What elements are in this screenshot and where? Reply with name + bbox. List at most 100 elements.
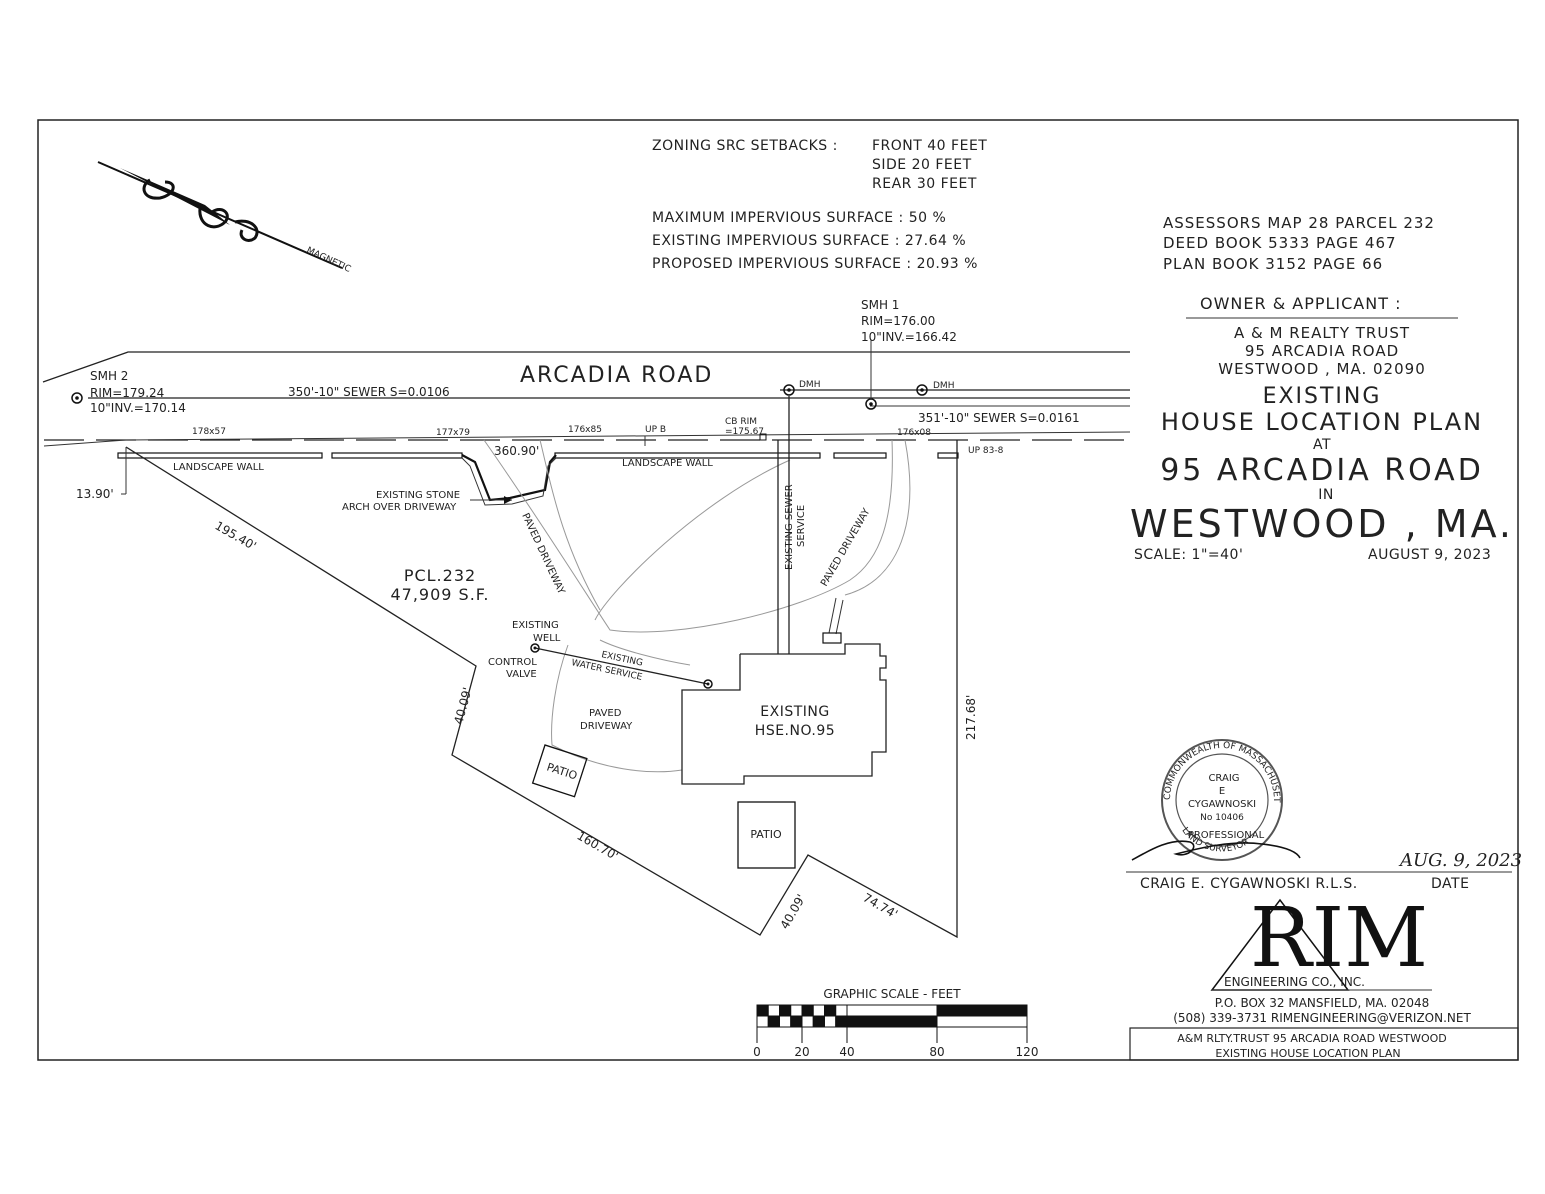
dmh-b-icon — [916, 384, 928, 396]
road-name: ARCADIA ROAD — [520, 363, 713, 388]
zoning-front: FRONT 40 FEET — [872, 138, 987, 154]
scale-cell — [767, 1015, 780, 1028]
title-block-line1: A&M RLTY.TRUST 95 ARCADIA ROAD WESTWOOD — [1177, 1032, 1447, 1045]
title-address: 95 ARCADIA ROAD — [1160, 453, 1484, 488]
title-block-line2: EXISTING HOUSE LOCATION PLAN — [1215, 1047, 1400, 1060]
scale-cell — [767, 1004, 780, 1017]
control-valve-label-a: CONTROL — [488, 657, 537, 668]
title-date: AUGUST 9, 2023 — [1368, 547, 1491, 563]
north-arrow-label: MAGNETIC — [305, 246, 352, 275]
zoning-setbacks-label: ZONING SRC SETBACKS : — [652, 138, 838, 154]
scale-cell — [790, 1015, 803, 1028]
catch-basin-icon — [759, 433, 767, 441]
dim-160-70: 160.70' — [575, 828, 621, 863]
scale-tick-label: 120 — [1016, 1045, 1039, 1059]
smh1-inv: 10"INV.=166.42 — [861, 330, 957, 344]
seal-number: No 10406 — [1200, 813, 1244, 823]
zoning-max-impervious: MAXIMUM IMPERVIOUS SURFACE : 50 % — [652, 210, 946, 226]
cb-rim: CB RIM — [725, 417, 757, 427]
dim-13-90: 13.90' — [76, 487, 114, 501]
parcel-area: 47,909 S.F. — [390, 585, 489, 604]
smh2-label: SMH 2 — [90, 369, 128, 383]
sewer-service-label-b: SERVICE — [796, 505, 807, 547]
smh2-icon — [71, 392, 83, 404]
pole-176x08: 176x08 — [897, 428, 931, 438]
control-valve-icon — [703, 679, 713, 689]
owner-city: WESTWOOD , MA. 02090 — [1218, 360, 1426, 378]
owner-street: 95 ARCADIA ROAD — [1245, 342, 1399, 360]
scale-cell — [812, 1015, 825, 1028]
pole-177x79: 177x79 — [436, 428, 470, 438]
title-line2: HOUSE LOCATION PLAN — [1161, 408, 1483, 436]
zoning-side: SIDE 20 FEET — [872, 157, 972, 173]
seal-name-1: CRAIG — [1208, 773, 1239, 784]
smh2-rim: RIM=179.24 — [90, 386, 164, 400]
seal-name-3: CYGAWNOSKI — [1188, 799, 1256, 810]
seal-professional: PROFESSIONAL — [1188, 830, 1265, 841]
surveyor-name: CRAIG E. CYGAWNOSKI R.L.S. — [1140, 876, 1358, 892]
smh1-rim: RIM=176.00 — [861, 314, 935, 328]
scale-cell — [779, 1015, 792, 1028]
company-name: ENGINEERING CO., INC. — [1224, 975, 1365, 989]
surveyor-signature — [1131, 840, 1301, 861]
sheet-border — [37, 119, 1519, 1061]
driveways: PAVED DRIVEWAY PAVED DRIVEWAY PAVED DRIV… — [483, 439, 911, 773]
arch-label-1: EXISTING STONE — [376, 490, 460, 501]
patio-label-2: PATIO — [750, 828, 782, 841]
utility-poles: 178x57 177x79 176x85 UP B CB RIM =175.67… — [192, 417, 1004, 456]
sewer-service-label-a: EXISTING SEWER — [784, 484, 795, 570]
scale-cell — [936, 1015, 1028, 1028]
landscape-wall: LANDSCAPE WALL LANDSCAPE WALL EXISTING S… — [117, 452, 959, 513]
scale-bar — [756, 1004, 1028, 1028]
paved-driveway-label-1: PAVED DRIVEWAY — [519, 512, 566, 597]
paved-driveway-label-3a: PAVED — [589, 708, 622, 719]
north-arrow-icon: MAGNETIC — [97, 161, 352, 275]
zoning-block: ZONING SRC SETBACKS : FRONT 40 FEET SIDE… — [652, 138, 987, 272]
scale-cell — [790, 1004, 803, 1017]
dmh-a-icon — [783, 384, 795, 396]
handwritten-date: AUG. 9, 2023 — [1398, 850, 1522, 871]
scale-cell — [846, 1004, 938, 1017]
scale-cell — [756, 1015, 769, 1028]
owner-heading: OWNER & APPLICANT : — [1200, 294, 1401, 313]
manholes: SMH 2 RIM=179.24 10"INV.=170.14 SMH 1 RI… — [71, 298, 957, 415]
smh2-inv: 10"INV.=170.14 — [90, 401, 186, 415]
logo-text: RIM — [1250, 891, 1428, 986]
title-at: AT — [1313, 437, 1331, 453]
patios: PATIO PATIO — [531, 744, 796, 869]
up-b: UP B — [645, 425, 666, 435]
plan-title: EXISTING HOUSE LOCATION PLAN AT 95 ARCAD… — [1130, 384, 1511, 563]
graphic-scale-title: GRAPHIC SCALE - FEET — [823, 987, 961, 1001]
patio-label-1: PATIO — [545, 760, 579, 782]
dmh-b-label: DMH — [933, 381, 954, 391]
assessors-plan: PLAN BOOK 3152 PAGE 66 — [1163, 255, 1383, 273]
sewer-west: 350'-10" SEWER S=0.0106 — [288, 385, 450, 399]
pole-176x85: 176x85 — [568, 425, 602, 435]
landscape-wall-label-2: LANDSCAPE WALL — [622, 458, 713, 469]
sewer-service: EXISTING SEWER SERVICE — [777, 396, 807, 654]
zoning-existing-impervious: EXISTING IMPERVIOUS SURFACE : 27.64 % — [652, 233, 966, 249]
scale-cell — [835, 1004, 848, 1017]
scale-cell — [936, 1004, 1028, 1017]
scale-cell — [812, 1004, 825, 1017]
title-block-box — [1129, 1027, 1519, 1061]
scale-tick-label: 40 — [839, 1045, 854, 1059]
well-label-a: EXISTING — [512, 620, 559, 631]
sewer-east: 351'-10" SEWER S=0.0161 — [918, 411, 1080, 425]
company-contact: (508) 339-3731 RIMENGINEERING@VERIZON.NE… — [1173, 1011, 1471, 1025]
seal-name-2: E — [1219, 786, 1225, 797]
rim-engineering-logo: RIM ENGINEERING CO., INC. — [1210, 891, 1432, 991]
scale-tick-label: 0 — [753, 1045, 761, 1059]
scale-cell — [756, 1004, 769, 1017]
scale-cell — [801, 1004, 814, 1017]
owner-name: A & M REALTY TRUST — [1234, 324, 1410, 342]
landscape-wall-label-1: LANDSCAPE WALL — [173, 462, 264, 473]
scale-cell — [824, 1004, 837, 1017]
assessors-deed: DEED BOOK 5333 PAGE 467 — [1163, 234, 1397, 252]
company-address: P.O. BOX 32 MANSFIELD, MA. 02048 — [1215, 996, 1429, 1010]
owner-block: OWNER & APPLICANT : A & M REALTY TRUST 9… — [1186, 294, 1458, 378]
scale-cell — [801, 1015, 814, 1028]
title-in: IN — [1318, 487, 1334, 503]
